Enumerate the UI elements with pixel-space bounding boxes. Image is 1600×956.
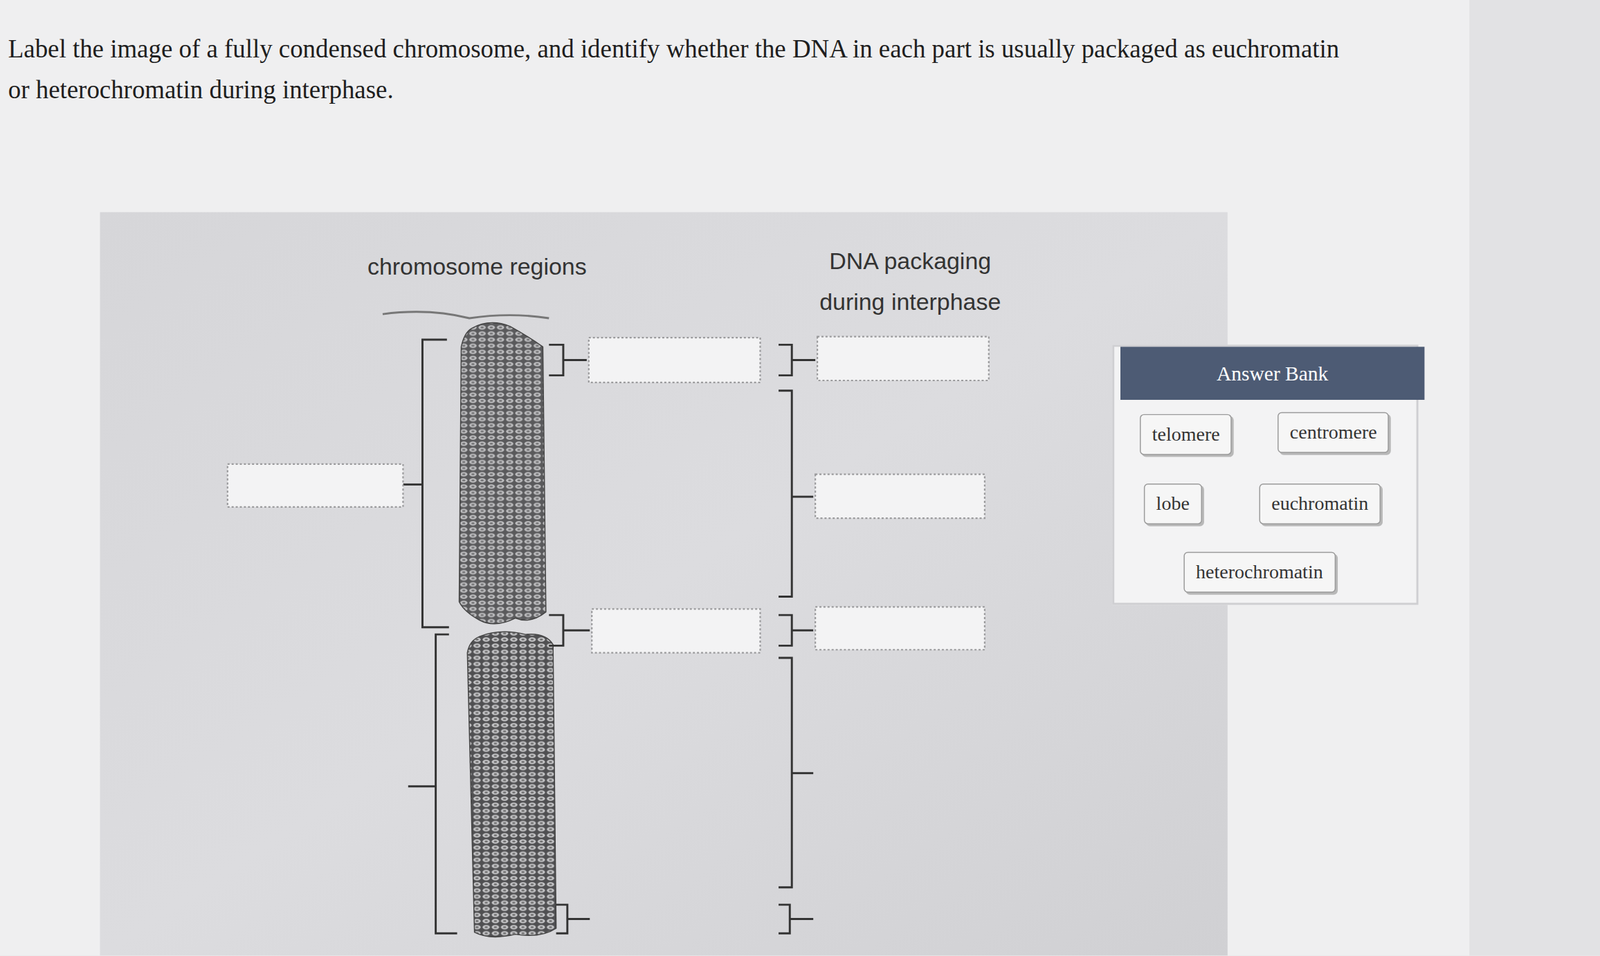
question-prompt: Label the image of a fully condensed chr… [8,28,1356,111]
tile-label: centromere [1289,421,1378,443]
tile-label: euchromatin [1271,492,1369,515]
column-header: DNA packaging during interphase [797,240,1023,323]
answer-bank-panel: Answer Banktelomerecentromerelobeeuchrom… [1112,344,1418,605]
answer-tile: euchromatin [1259,483,1381,525]
tile-label: telomere [1152,423,1221,445]
tile-label: lobe [1156,492,1190,515]
answer-tile: lobe [1143,483,1203,525]
answer-tile: heterochromatin [1183,552,1335,594]
panel-heading: Answer Bank [1120,346,1425,400]
column-header: chromosome regions [346,253,607,281]
tile-label: heterochromatin [1195,561,1324,583]
answer-tile: centromere [1277,412,1389,454]
answer-tile: telomere [1139,414,1232,456]
